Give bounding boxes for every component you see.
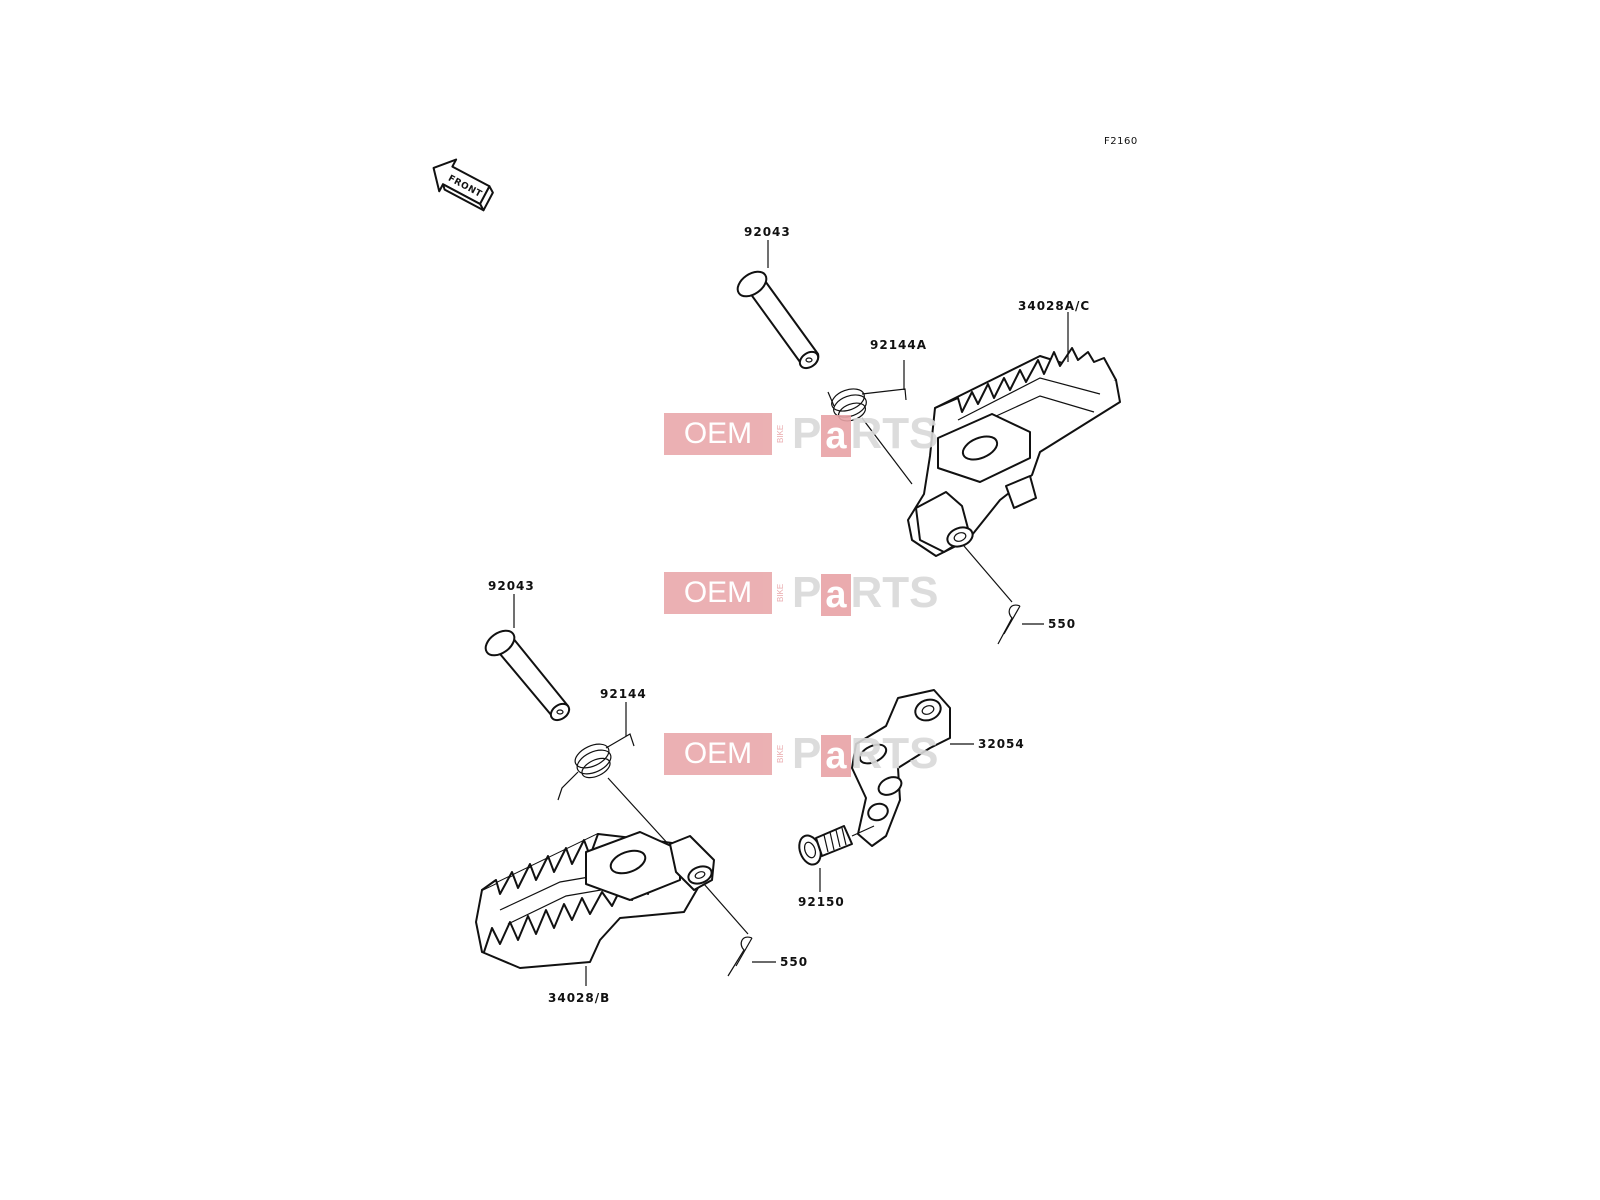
- watermark-a: a: [821, 574, 851, 616]
- watermark-a: a: [821, 735, 851, 777]
- watermark-rts: RTS: [850, 568, 939, 617]
- watermark-a: a: [821, 415, 851, 457]
- cotter-pin-550-lower: [727, 936, 753, 977]
- watermark-bike: BIKE: [776, 583, 785, 603]
- pin-92043-lower: [484, 629, 571, 722]
- callout-cotter-upper: 550: [1048, 617, 1076, 631]
- footpeg-34028-b: [475, 831, 715, 969]
- pin-92043-upper: [736, 270, 820, 370]
- callout-spring-lower: 92144: [600, 687, 647, 701]
- callout-footpeg-left: 34028/B: [548, 991, 610, 1005]
- watermark-rts: RTS: [850, 729, 939, 778]
- watermark-rts: RTS: [850, 409, 939, 458]
- diagram-code: F2160: [1104, 136, 1138, 147]
- callout-bolt: 92150: [798, 895, 845, 909]
- watermark-oem: OEM: [664, 413, 772, 455]
- front-arrow-icon: FRONT: [432, 158, 494, 212]
- watermark-oem: OEM: [664, 733, 772, 775]
- bolt-92150: [798, 825, 853, 866]
- callout-footpeg-right: 34028A/C: [1018, 299, 1090, 313]
- watermark-p: P: [792, 729, 822, 778]
- watermark-oem: OEM: [664, 572, 772, 614]
- callout-pin-upper: 92043: [744, 225, 791, 239]
- callout-spring-upper: 92144A: [870, 338, 927, 352]
- callout-cotter-lower: 550: [780, 955, 808, 969]
- callout-bracket: 32054: [978, 737, 1025, 751]
- callout-pin-lower: 92043: [488, 579, 535, 593]
- footpeg-34028a-c: [907, 347, 1121, 557]
- watermark-bike: BIKE: [776, 424, 785, 444]
- watermark-p: P: [792, 409, 822, 458]
- watermark-p: P: [792, 568, 822, 617]
- bracket-32054: [851, 689, 951, 847]
- spring-92144: [557, 733, 635, 801]
- watermark-bike: BIKE: [776, 744, 785, 764]
- cotter-pin-550-upper: [997, 604, 1021, 645]
